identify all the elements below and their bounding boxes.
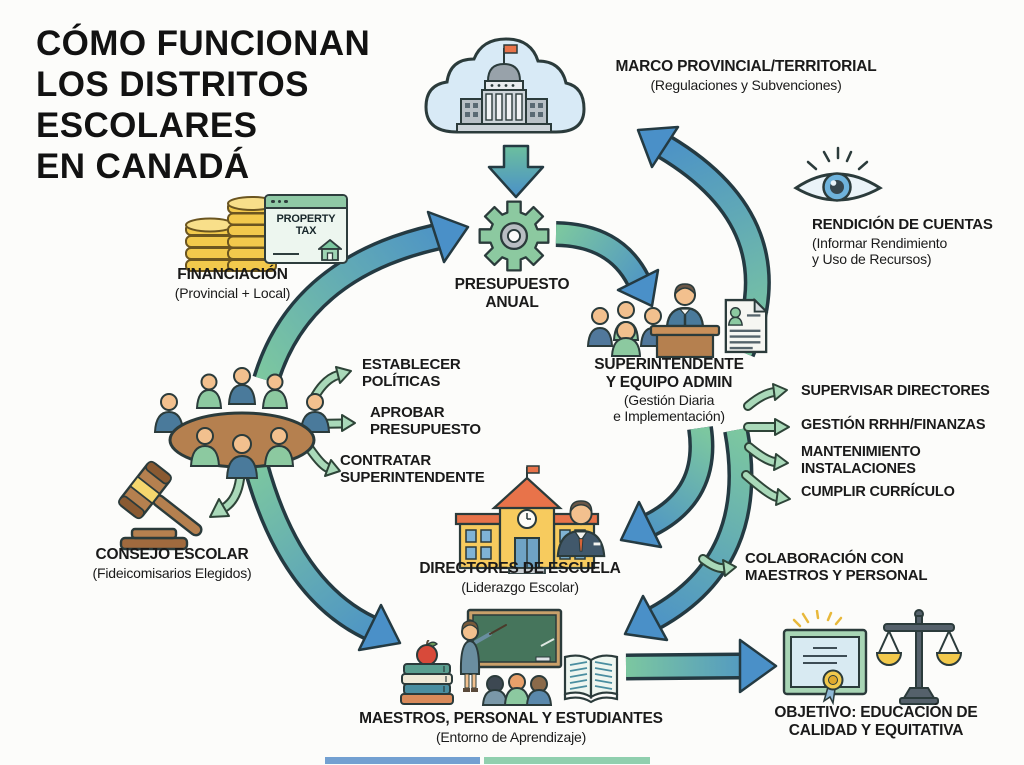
arrow-contratar <box>305 444 341 477</box>
financiacion-node: FINANCIACIÓN (Provincial + Local) <box>145 266 320 301</box>
arrow-gestion <box>743 418 790 436</box>
property-tax-underline <box>273 252 299 255</box>
admin-task-gestion: GESTIÓN RRHH/FINANZAS <box>801 417 986 433</box>
house-icon <box>318 239 342 261</box>
eye-icon <box>793 146 883 202</box>
superintendente-sublabel: (Gestión Diaria e Implementación) <box>613 392 725 425</box>
admin-task-mantenimiento: MANTENIMIENTO INSTALACIONES <box>801 444 921 477</box>
arrow-superintendente-to-maestros <box>623 427 754 642</box>
school-icon <box>454 465 600 574</box>
colaboracion-label: COLABORACIÓN CON MAESTROS Y PERSONAL <box>745 550 928 585</box>
arrow-consejo-to-maestros <box>242 462 402 652</box>
board-table-icon <box>153 367 331 479</box>
consejo-sublabel: (Fideicomisarios Elegidos) <box>92 564 252 581</box>
certificate-icon <box>782 610 868 705</box>
objetivo-label: OBJETIVO: EDUCACIÓN DE CALIDAD Y EQUITAT… <box>774 704 978 739</box>
rendicion-node: RENDICIÓN DE CUENTAS (Informar Rendimien… <box>812 216 1022 268</box>
maestros-label: MAESTROS, PERSONAL Y ESTUDIANTES <box>359 710 663 727</box>
cloud-government-icon <box>424 37 586 134</box>
gavel-icon <box>118 460 203 551</box>
superintendente-node: SUPERINTENDENTE Y EQUIPO ADMIN (Gestión … <box>570 356 768 424</box>
admin-task-supervisar: SUPERVISAR DIRECTORES <box>801 383 990 399</box>
bottom-accent-bar-blue <box>325 757 480 764</box>
gear-icon <box>478 200 550 272</box>
rendicion-label: RENDICIÓN DE CUENTAS <box>812 216 993 233</box>
presupuesto-label: PRESUPUESTO ANUAL <box>454 276 570 311</box>
maestros-node: MAESTROS, PERSONAL Y ESTUDIANTES (Entorn… <box>320 710 702 745</box>
arrow-maestros-to-objetivo <box>625 638 778 694</box>
board-task-establecer: ESTABLECER POLÍTICAS <box>362 356 461 391</box>
marco-label: MARCO PROVINCIAL/TERRITORIAL <box>615 58 877 75</box>
bottom-accent-bar-green <box>484 757 650 764</box>
principal-icon <box>556 500 606 558</box>
directores-sublabel: (Liderazgo Escolar) <box>461 578 579 595</box>
property-tax-titlebar <box>266 196 346 209</box>
classroom-icon <box>459 608 563 706</box>
scales-icon <box>876 609 962 705</box>
arrow-superintendente-to-directores <box>619 426 715 549</box>
arrow-mantenimiento <box>744 442 789 471</box>
arrow-cumplir <box>741 470 791 506</box>
arrow-financiacion-to-presupuesto <box>252 210 470 385</box>
admin-task-cumplir: CUMPLIR CURRÍCULO <box>801 484 955 500</box>
arrow-colaboracion <box>698 554 737 577</box>
objetivo-node: OBJETIVO: EDUCACIÓN DE CALIDAD Y EQUITAT… <box>752 704 1000 739</box>
board-task-aprobar: APROBAR PRESUPUESTO <box>370 404 481 439</box>
arrow-supervisar <box>743 383 788 411</box>
rendicion-sublabel: (Informar Rendimiento y Uso de Recursos) <box>812 234 948 268</box>
directores-node: DIRECTORES DE ESCUELA (Liderazgo Escolar… <box>398 560 642 595</box>
directores-label: DIRECTORES DE ESCUELA <box>419 560 621 577</box>
financiacion-label: FINANCIACIÓN <box>177 266 288 283</box>
presupuesto-node: PRESUPUESTO ANUAL <box>432 276 592 311</box>
property-tax-icon: PROPERTY TAX <box>264 194 348 264</box>
arrow-presupuesto-to-superintendente <box>555 221 660 308</box>
marco-node: MARCO PROVINCIAL/TERRITORIAL (Regulacion… <box>598 58 894 93</box>
maestros-sublabel: (Entorno de Aprendizaje) <box>435 728 587 745</box>
arrow-consejo-gavel <box>209 474 245 518</box>
marco-sublabel: (Regulaciones y Subvenciones) <box>650 76 842 93</box>
open-book-icon <box>563 654 619 704</box>
superintendent-podium-icon <box>649 283 721 358</box>
document-icon <box>724 297 769 354</box>
consejo-label: CONSEJO ESCOLAR <box>95 546 249 563</box>
books-apple-icon <box>400 640 454 705</box>
financiacion-sublabel: (Provincial + Local) <box>174 284 291 301</box>
property-tax-label: PROPERTY TAX <box>276 213 336 238</box>
arrow-marco-to-presupuesto <box>487 144 545 199</box>
superintendente-label: SUPERINTENDENTE Y EQUIPO ADMIN <box>594 356 744 391</box>
page-title: CÓMO FUNCIONAN LOS DISTRITOS ESCOLARES E… <box>36 24 371 186</box>
consejo-node: CONSEJO ESCOLAR (Fideicomisarios Elegido… <box>58 546 286 581</box>
board-task-contratar: CONTRATAR SUPERINTENDENTE <box>340 452 485 487</box>
